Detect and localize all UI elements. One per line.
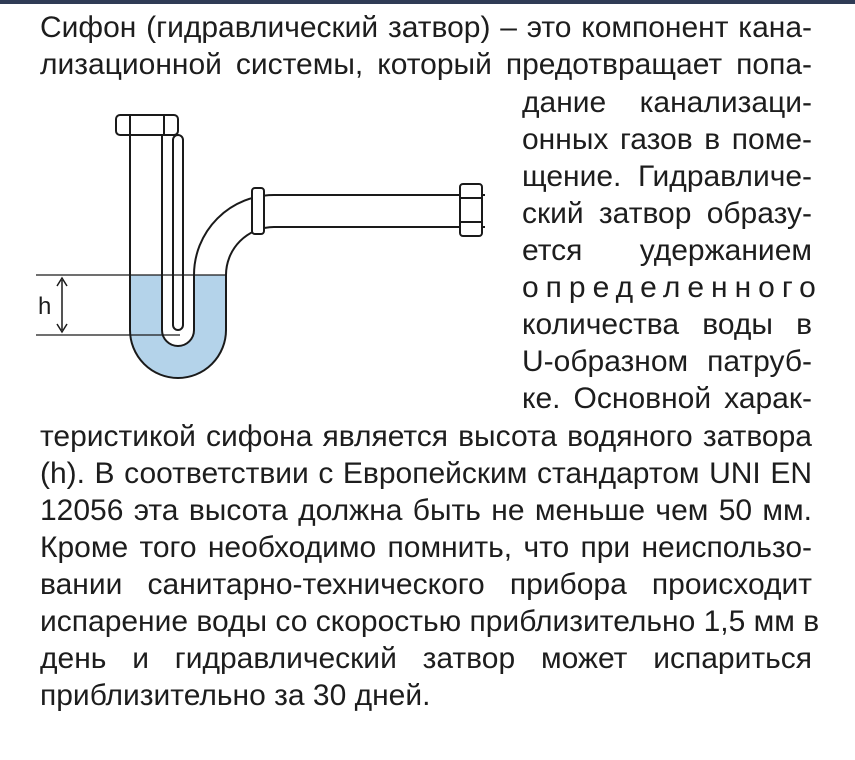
paragraph-line: ский затвор образу- (522, 197, 812, 230)
paragraph-line: ке. Основной харак- (522, 382, 812, 415)
top-rule (0, 0, 855, 4)
paragraph-line: лизационной системы, который предотвраща… (40, 48, 812, 81)
paragraph-line: количества воды в (522, 308, 812, 341)
paragraph-line: теристикой сифона является высота водяно… (40, 420, 812, 453)
paragraph-line: Кроме того необходимо помнить, что при н… (40, 531, 812, 564)
dip-tube (172, 134, 184, 331)
water-fill (130, 275, 226, 378)
paragraph-line: Сифон (гидравлический затвор) – это комп… (40, 11, 812, 44)
paragraph-line: ется удержанием (522, 234, 812, 267)
paragraph-line: день и гидравлический затвор может испар… (40, 642, 812, 675)
paragraph-line: 12056 эта высота должна быть не меньше ч… (40, 494, 812, 527)
paragraph-line: определенного (522, 271, 823, 304)
paragraph-line: (h). В соответствии с Европейским станда… (40, 457, 812, 490)
paragraph-line: приблизительно за 30 дней. (40, 679, 431, 712)
paragraph-line: U-образном патруб- (522, 345, 812, 378)
paragraph-line: щение. Гидравличе- (522, 160, 812, 193)
right-nut (459, 183, 483, 237)
paragraph-line: онных газов в поме- (522, 123, 812, 156)
siphon-outer-wall (129, 135, 485, 379)
siphon-diagram: h (36, 114, 485, 379)
top-nut (115, 114, 179, 136)
paragraph-line: дание канализаци- (522, 86, 812, 119)
coupling-ring (251, 187, 265, 235)
paragraph-line: вании санитарно-технического прибора про… (40, 568, 812, 601)
h-label: h (38, 293, 51, 320)
paragraph-line: испарение воды со скоростью приблизитель… (40, 605, 820, 638)
